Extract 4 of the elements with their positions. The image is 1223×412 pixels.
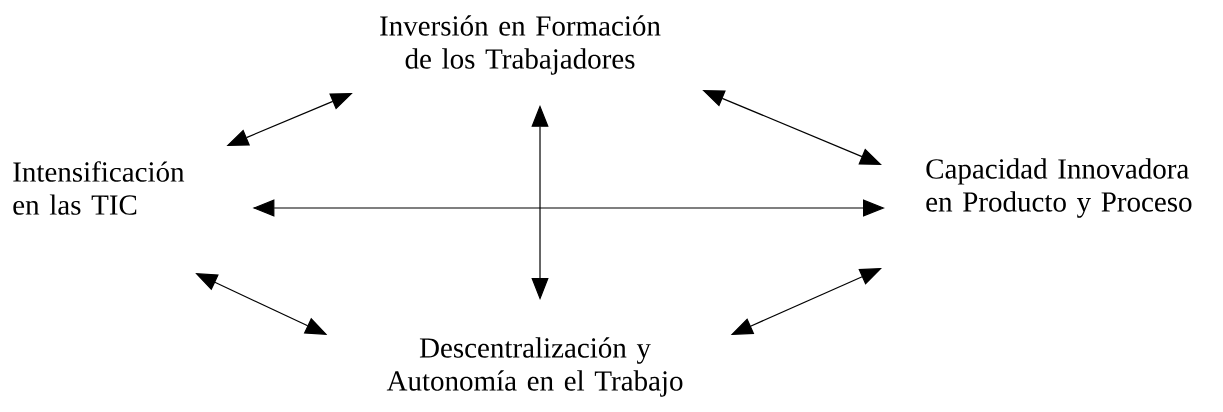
concept-label: Inversión en Formación de los Trabajadores	[380, 15, 661, 75]
concept-label: Intensificación en las TIC	[13, 161, 185, 215]
concept-label: Descentralización y Autonomía en el Trabajo	[386, 337, 683, 397]
concept-label: Capacidad Innovadora en Producto y Proceso	[926, 158, 1192, 218]
